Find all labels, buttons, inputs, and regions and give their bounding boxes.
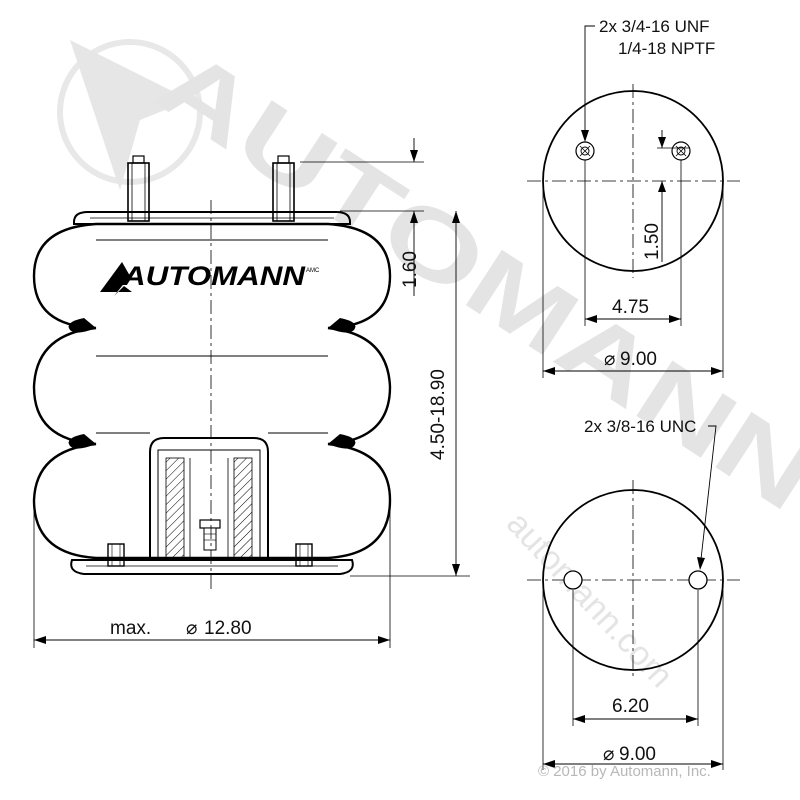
bellows (32, 222, 392, 560)
top-plate-view: 2x 3/4-16 UNF 1/4-18 NPTF 1.50 4.75 (527, 17, 740, 378)
dim-top-offset-label: 1.50 (642, 223, 663, 260)
bottom-thread-leader: 2x 3/8-16 UNC (584, 417, 717, 570)
piston-bumper (149, 437, 269, 560)
bottom-insert-right (295, 543, 313, 567)
dim-height-range-label: 4.50-18.90 (428, 369, 449, 460)
diameter-symbol: ⌀ (603, 744, 614, 765)
dim-top-diameter-label: 9.00 (620, 349, 657, 370)
dim-top-diameter: ⌀ 9.00 (542, 190, 724, 378)
bottom-plate-view: 2x 3/8-16 UNC 6.20 ⌀ 9.00 (527, 417, 740, 770)
girdle-ring-left-lower (68, 434, 96, 449)
top-bead-plate (73, 211, 351, 225)
top-hole-right (671, 141, 691, 161)
center-bolt-head (199, 519, 221, 529)
top-thread-leader: 2x 3/4-16 UNF 1/4-18 NPTF (581, 17, 715, 142)
dim-height-top: 1.60 (300, 138, 424, 296)
bottom-bead-plate (70, 543, 354, 575)
dim-max-diameter-value: 12.80 (204, 618, 252, 639)
dim-bottom-hole-spacing-label: 6.20 (612, 696, 649, 717)
girdle-ring-left-upper (68, 318, 96, 333)
logo-arrow-icon (100, 262, 132, 296)
dim-top-offset: 1.50 (642, 130, 690, 262)
dim-height-top-label: 1.60 (400, 251, 421, 288)
copyright-notice: © 2016 by Automann, Inc. (538, 763, 711, 780)
dim-max-diameter-prefix: max. (110, 618, 151, 639)
diameter-symbol: ⌀ (186, 618, 197, 639)
bottom-hole-right (688, 570, 708, 590)
dim-height-range: 4.50-18.90 (350, 211, 470, 577)
girdle-ring-right-upper (328, 318, 356, 333)
dim-bottom-diameter-label: 9.00 (619, 744, 656, 765)
watermark-url: automann.com (499, 505, 680, 695)
girdle-ring-right-lower (328, 434, 356, 449)
top-hole-left (575, 141, 595, 161)
dim-top-hole-spacing: 4.75 (584, 160, 682, 326)
dim-top-hole-spacing-label: 4.75 (612, 297, 649, 318)
bottom-hole-left (563, 570, 583, 590)
top-stud-left (127, 155, 150, 222)
top-thread-note-2: 1/4-18 NPTF (618, 39, 715, 58)
watermark: AUTOMANN automann.com (57, 28, 800, 695)
svg-text:AMC: AMC (306, 268, 320, 274)
dim-max-diameter: max. ⌀ 12.80 (33, 510, 391, 648)
top-thread-note-1: 2x 3/4-16 UNF (599, 17, 710, 36)
bottom-thread-note: 2x 3/8-16 UNC (584, 417, 696, 436)
bottom-insert-left (107, 543, 125, 567)
watermark-arrow-icon (70, 40, 190, 190)
logo-text: AUTOMANN (122, 261, 306, 291)
brand-logo: AUTOMANN AMC (100, 261, 320, 296)
side-view: AUTOMANN AMC (32, 138, 470, 648)
dim-bottom-hole-spacing: 6.20 (572, 590, 699, 726)
diameter-symbol: ⌀ (604, 349, 615, 370)
dim-bottom-diameter: ⌀ 9.00 (542, 590, 724, 770)
watermark-circle (57, 39, 203, 185)
